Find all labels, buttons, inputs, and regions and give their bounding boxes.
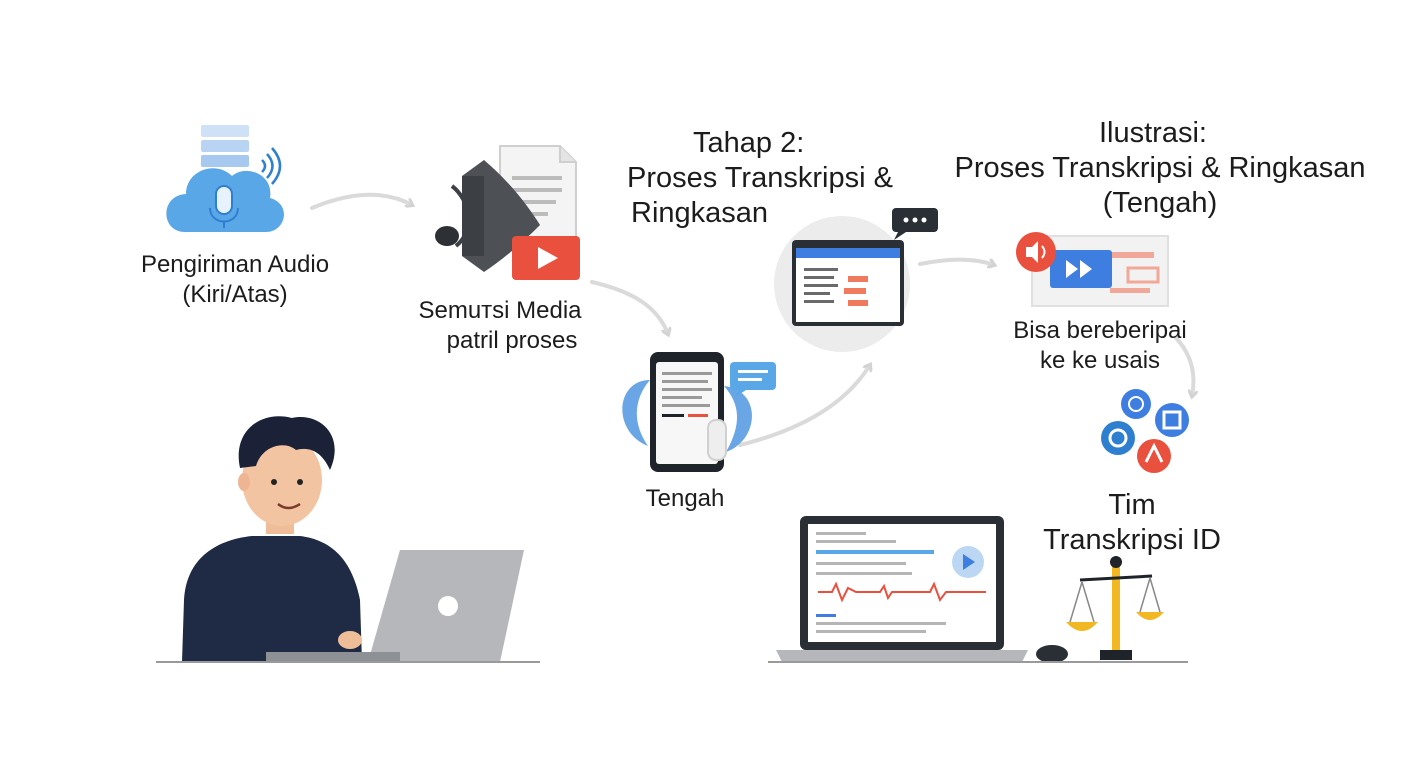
cloud-microphone-icon bbox=[166, 125, 284, 232]
media-line2: patril proses bbox=[446, 327, 578, 354]
middle-label: Tengah bbox=[620, 484, 750, 514]
chat-bubble-icon bbox=[730, 362, 776, 398]
illustration-line3: (Tengah) bbox=[1102, 187, 1218, 219]
video-play-icon bbox=[512, 236, 580, 280]
browser-window-icon bbox=[774, 208, 938, 352]
arrow-browser-to-audio bbox=[918, 257, 994, 265]
illustration-line2: Proses Transkripsi & Ringkasan bbox=[954, 152, 1366, 184]
arrow-phone-to-browser bbox=[738, 365, 870, 447]
can-do-label: Bisa bereberipai ke ke usais bbox=[990, 316, 1210, 376]
audio-forward-icon bbox=[1016, 232, 1169, 307]
stage2-line2: Proses Transkripsi & bbox=[627, 162, 893, 194]
media-line1: Semuтsi Media bbox=[418, 297, 582, 324]
tool-cluster-icon bbox=[1101, 389, 1189, 473]
illustration-line1: Ilustrasi: bbox=[1099, 117, 1207, 149]
arrow-audio-to-media bbox=[310, 192, 412, 210]
can-do-line1: Bisa bereberipai bbox=[1013, 317, 1187, 344]
stage2-heading: Tahap 2: Proses Transkripsi & Ringkasan bbox=[615, 126, 925, 231]
speaker-document-icon bbox=[435, 145, 577, 272]
computer-mouse-icon bbox=[1036, 645, 1068, 663]
stage2-line1: Tahap 2: bbox=[693, 127, 805, 159]
phone-transcript-icon bbox=[622, 352, 752, 472]
audio-send-label: Pengiriman Audio (Kiri/Atas) bbox=[120, 250, 350, 310]
audio-send-line2: (Kiri/Atas) bbox=[182, 281, 288, 308]
team-heading: Tim Transkripsi ID bbox=[1020, 488, 1244, 558]
audio-send-line1: Pengiriman Audio bbox=[140, 251, 330, 278]
person-with-laptop bbox=[156, 416, 540, 663]
balance-scale-icon bbox=[1066, 556, 1164, 660]
arrow-text-to-tools bbox=[1174, 336, 1193, 396]
arrow-media-to-phone bbox=[590, 280, 668, 334]
media-label: Semuтsi Media patril proses bbox=[390, 296, 610, 356]
laptop-transcript-screen bbox=[776, 516, 1028, 662]
stage2-line3: Ringkasan bbox=[631, 197, 769, 229]
middle-text: Tengah bbox=[645, 485, 725, 512]
flow-arrows bbox=[310, 192, 1193, 447]
can-do-line2: ke ke usais bbox=[1039, 347, 1161, 374]
team-line1: Tim bbox=[1108, 489, 1156, 521]
team-line2: Transkripsi ID bbox=[1043, 524, 1221, 556]
illustration-heading: Ilustrasi: Proses Transkripsi & Ringkasa… bbox=[950, 116, 1370, 221]
